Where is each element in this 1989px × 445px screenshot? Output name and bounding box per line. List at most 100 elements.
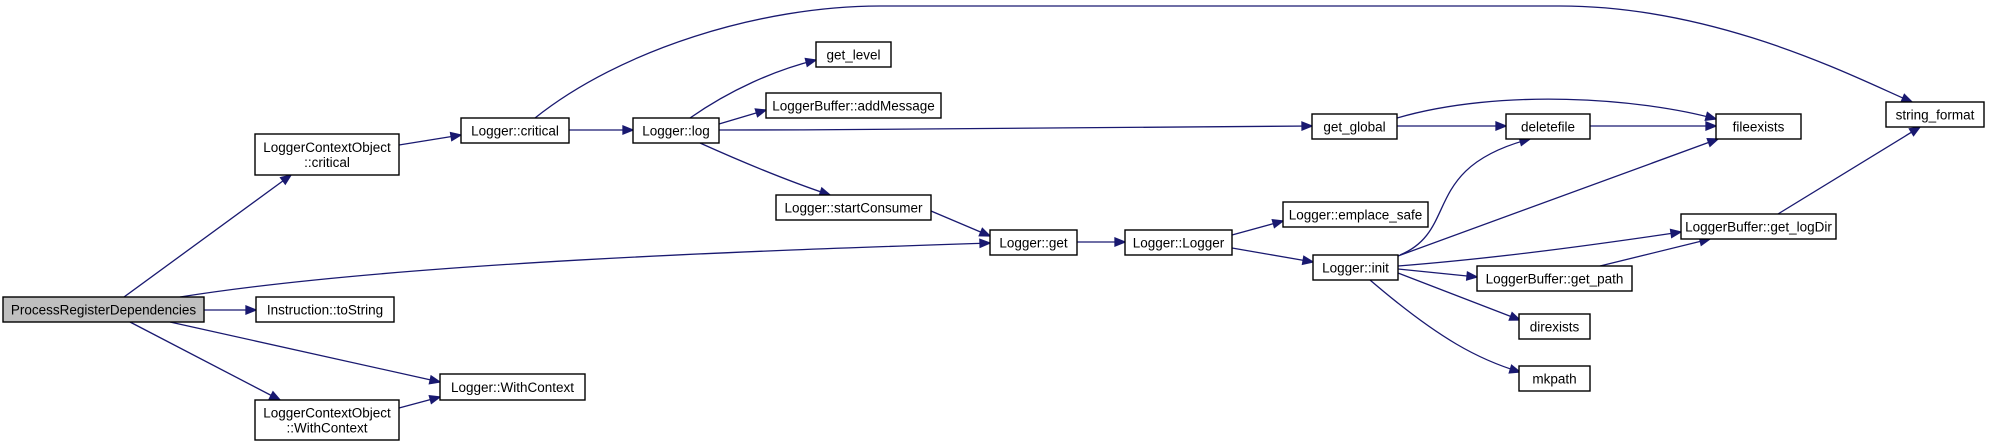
edge-logger_critical-to-string_format bbox=[534, 5, 1914, 119]
arrowhead-icon bbox=[428, 374, 442, 385]
node-label: fileexists bbox=[1733, 120, 1785, 135]
node-string-format[interactable]: string_format bbox=[1885, 101, 1985, 128]
node-logger-get[interactable]: Logger::get bbox=[989, 229, 1078, 256]
edge-get_logdir-to-string_format bbox=[1777, 126, 1922, 215]
node-box bbox=[439, 373, 586, 401]
node-box bbox=[460, 117, 570, 144]
node-get-logdir[interactable]: LoggerBuffer::get_logDir bbox=[1680, 213, 1837, 240]
arrowhead-icon bbox=[804, 57, 818, 68]
arrowhead-icon bbox=[1495, 121, 1508, 131]
node-label: LoggerBuffer::addMessage bbox=[772, 99, 935, 114]
edge-startconsumer-to-logger_get bbox=[930, 210, 992, 237]
node-label: Logger::emplace_safe bbox=[1289, 208, 1423, 223]
node-logger-critical[interactable]: Logger::critical bbox=[460, 117, 570, 144]
edge-process_register_dependencies-to-ctx_critical bbox=[123, 173, 293, 298]
edge-line bbox=[1777, 126, 1921, 215]
node-label: LoggerBuffer::get_logDir bbox=[1685, 220, 1832, 235]
edge-logger_init-to-fileexists bbox=[1397, 137, 1720, 257]
node-label: LoggerContextObject bbox=[263, 140, 391, 155]
node-label: Logger::critical bbox=[471, 124, 559, 139]
node-logger-init[interactable]: Logger::init bbox=[1312, 254, 1399, 281]
arrowhead-icon bbox=[1271, 219, 1285, 229]
node-startconsumer[interactable]: Logger::startConsumer bbox=[775, 194, 932, 221]
edge-logger_log-to-get_level bbox=[689, 57, 818, 119]
edge-line bbox=[1599, 238, 1711, 267]
arrowhead-icon bbox=[754, 108, 768, 118]
node-get-level[interactable]: get_level bbox=[815, 41, 892, 68]
node-box bbox=[1282, 201, 1429, 228]
node-ctx-critical[interactable]: LoggerContextObject::critical bbox=[254, 133, 400, 176]
node-mkpath[interactable]: mkpath bbox=[1518, 365, 1591, 392]
node-label: Logger::get bbox=[999, 236, 1068, 251]
node-label: direxists bbox=[1530, 320, 1580, 335]
node-logger-log[interactable]: Logger::log bbox=[632, 117, 720, 144]
node-box bbox=[1311, 113, 1398, 140]
node-box bbox=[254, 133, 400, 176]
node-label: get_level bbox=[826, 48, 880, 63]
arrowhead-icon bbox=[1900, 93, 1914, 103]
edge-get_global-to-deletefile bbox=[1397, 121, 1508, 131]
edge-logger_log-to-get_global bbox=[718, 121, 1314, 132]
node-label: LoggerBuffer::get_path bbox=[1486, 272, 1624, 287]
node-box bbox=[989, 229, 1078, 256]
edge-logger_init-to-deletefile bbox=[1399, 136, 1532, 256]
edge-process_register_dependencies-to-logger_get bbox=[179, 238, 992, 298]
node-addmessage[interactable]: LoggerBuffer::addMessage bbox=[765, 92, 942, 119]
node-label: string_format bbox=[1896, 108, 1975, 123]
node-box bbox=[254, 399, 400, 441]
node-box bbox=[775, 194, 932, 221]
node-label: Logger::startConsumer bbox=[784, 201, 923, 216]
node-emplace-safe[interactable]: Logger::emplace_safe bbox=[1282, 201, 1429, 228]
node-label: Instruction::toString bbox=[267, 303, 383, 318]
edge-line bbox=[930, 210, 991, 237]
edge-line bbox=[1397, 268, 1478, 278]
node-label: Logger::Logger bbox=[1133, 236, 1225, 251]
arrowhead-icon bbox=[1508, 364, 1522, 374]
node-box bbox=[1505, 113, 1591, 140]
arrowhead-icon bbox=[1705, 121, 1718, 131]
node-logger-ctor[interactable]: Logger::Logger bbox=[1124, 229, 1233, 256]
edge-logger_ctor-to-emplace_safe bbox=[1231, 219, 1285, 236]
edge-line bbox=[129, 321, 281, 401]
edge-logger_init-to-get_path bbox=[1397, 268, 1479, 281]
node-label: ProcessRegisterDependencies bbox=[11, 303, 197, 318]
node-box bbox=[1680, 213, 1837, 240]
edge-line bbox=[718, 125, 1313, 131]
edge-line bbox=[123, 174, 292, 298]
node-direxists[interactable]: direxists bbox=[1518, 313, 1591, 340]
edge-logger_init-to-get_logdir bbox=[1397, 228, 1683, 267]
node-deletefile[interactable]: deletefile bbox=[1505, 113, 1591, 140]
arrowhead-icon bbox=[1465, 270, 1479, 281]
node-box bbox=[1885, 101, 1985, 128]
node-label: ::WithContext bbox=[286, 421, 367, 436]
edge-logger_log-to-addmessage bbox=[718, 108, 768, 125]
arrowhead-icon bbox=[268, 390, 282, 401]
node-label: get_global bbox=[1323, 120, 1385, 135]
node-logger-withcontext[interactable]: Logger::WithContext bbox=[439, 373, 586, 401]
node-label: Logger::init bbox=[1322, 261, 1389, 276]
node-get-global[interactable]: get_global bbox=[1311, 113, 1398, 140]
edge-line bbox=[179, 242, 991, 298]
arrowhead-icon bbox=[1508, 311, 1522, 321]
node-get-path[interactable]: LoggerBuffer::get_path bbox=[1476, 265, 1633, 292]
node-box bbox=[815, 41, 892, 68]
edge-line bbox=[534, 5, 1913, 119]
edge-line bbox=[169, 321, 441, 383]
arrowhead-icon bbox=[1706, 137, 1720, 148]
edge-process_register_dependencies-to-ctx_withcontext bbox=[129, 321, 282, 401]
node-process-register-dependencies[interactable]: ProcessRegisterDependencies bbox=[2, 296, 205, 323]
arrowhead-icon bbox=[622, 125, 635, 135]
node-box bbox=[1312, 254, 1399, 281]
node-label: LoggerContextObject bbox=[263, 406, 391, 421]
node-fileexists[interactable]: fileexists bbox=[1715, 113, 1802, 140]
node-box bbox=[1476, 265, 1633, 292]
edge-line bbox=[1369, 279, 1521, 373]
edge-logger_critical-to-logger_log bbox=[569, 125, 635, 135]
edge-ctx_critical-to-logger_critical bbox=[398, 131, 463, 146]
arrowhead-icon bbox=[449, 131, 463, 142]
node-label: deletefile bbox=[1521, 120, 1575, 135]
node-instruction-tostring[interactable]: Instruction::toString bbox=[255, 296, 395, 323]
arrowhead-icon bbox=[1301, 255, 1315, 266]
node-ctx-withcontext[interactable]: LoggerContextObject::WithContext bbox=[254, 399, 400, 441]
